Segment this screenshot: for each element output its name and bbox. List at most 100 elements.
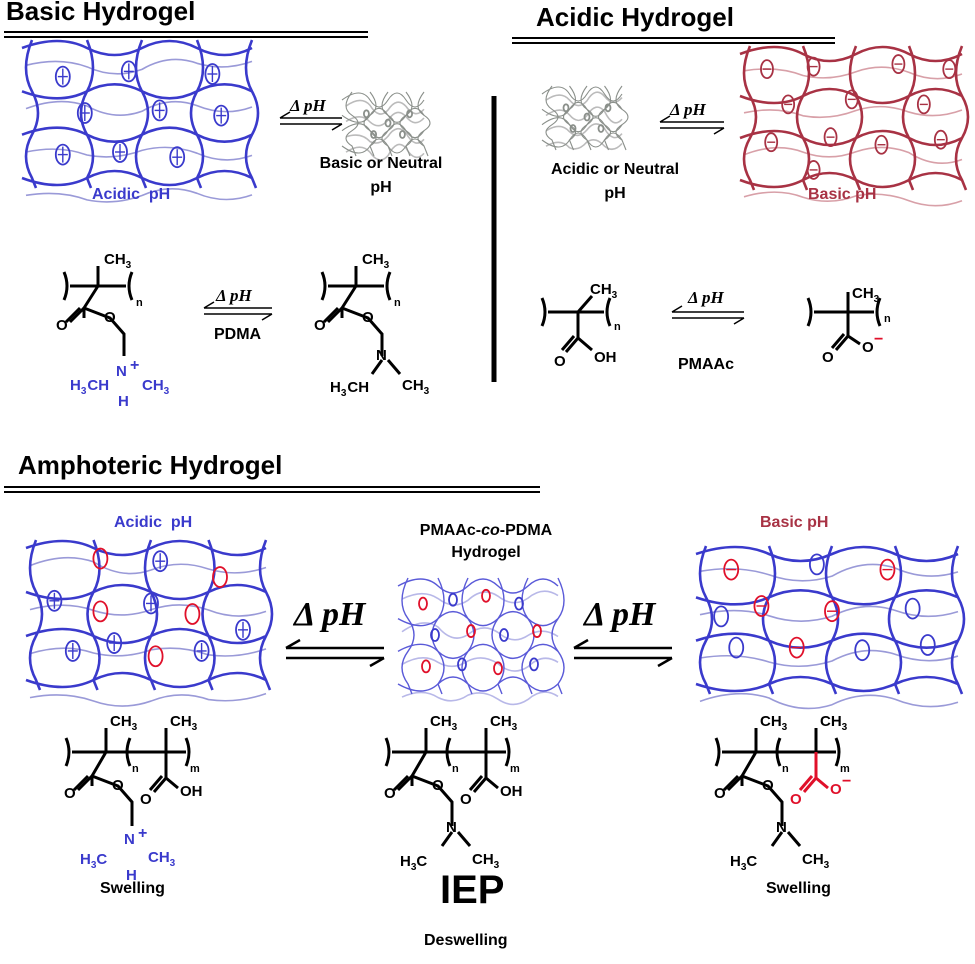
copoly-ch3-b: CH3 <box>490 713 518 733</box>
pmaac-anion-structure <box>806 292 882 351</box>
copoly-o3: O <box>460 791 472 808</box>
amph-right-state-label: Basic pH <box>760 514 829 531</box>
acidic-collapsed-line1: Acidic or Neutral <box>550 161 680 178</box>
acidic-collapsed-network <box>541 85 629 151</box>
amph-deswelling-label: Deswelling <box>424 932 508 949</box>
copoly-o1: O <box>384 785 396 802</box>
pmaac-acid-structure <box>540 295 612 353</box>
copoly-n-sub: n <box>452 763 459 775</box>
pdma-neutral-structure <box>320 266 402 375</box>
amphoteric-hydrogel-title: Amphoteric Hydrogel <box>18 450 283 480</box>
copoly-o2: O <box>432 777 444 794</box>
copoly-ch3-b: CH3 <box>170 713 198 733</box>
basic-collapsed-state-label: Basic or Neutral pH <box>296 152 466 200</box>
copoly-m-sub: m <box>190 763 200 775</box>
acidic-collapsed-line2: pH <box>604 185 626 202</box>
pdma-neutral-ch3-right: CH3 <box>402 377 430 397</box>
amph-center-line1: PMAAc-co-PDMA <box>396 520 576 542</box>
acidic-hydrogel-title: Acidic Hydrogel <box>536 2 734 32</box>
copoly-plus: + <box>138 825 147 842</box>
pmaac-acid-text: CH3 n O OH <box>554 281 621 370</box>
copoly-h: H <box>126 867 137 884</box>
copoly-oh: OH <box>500 783 523 800</box>
basic-hydrogel-title: Basic Hydrogel <box>6 0 196 26</box>
copoly-ch3-a: CH3 <box>430 713 458 733</box>
pdma-protonated-structure <box>62 266 134 356</box>
pmaac-anion-n-sub: n <box>884 313 891 325</box>
pdma-plus: + <box>130 357 139 374</box>
copoly-o3: O <box>790 791 802 808</box>
pmaac-o: O <box>554 353 566 370</box>
amph-delta-ph-right: Δ pH <box>584 596 656 633</box>
copoly-h3c: H3C <box>80 851 107 871</box>
copoly-n-sub: n <box>132 763 139 775</box>
amph-iep-label: IEP <box>440 868 505 912</box>
pdma-n-sub: n <box>136 297 143 309</box>
basic-delta-ph-top: Δ pH <box>290 96 326 115</box>
copoly-o2: O <box>112 777 124 794</box>
pdma-o1: O <box>56 317 68 334</box>
acidic-collapsed-state-label: Acidic or Neutral pH <box>520 158 710 206</box>
pmaac-anion-o2: O <box>862 339 874 356</box>
copoly-m-sub: m <box>510 763 520 775</box>
basic-swollen-state-label: Acidic pH <box>92 186 171 203</box>
copoly-o3: O <box>140 791 152 808</box>
acidic-swollen-network <box>739 45 970 207</box>
pmaac-anion-ch3: CH3 <box>852 285 880 305</box>
pmaac-anion-text: CH3 n O O − <box>822 285 891 366</box>
copoly-o4: O <box>830 781 842 798</box>
pdma-neutral-h3c: H3CH <box>330 379 369 399</box>
pdma-h: H <box>118 393 129 410</box>
basic-collapsed-line2: pH <box>370 179 392 196</box>
copoly-ch3-b: CH3 <box>820 713 848 733</box>
copoly-n-plus: N <box>124 831 135 848</box>
amph-left-state-label: Acidic pH <box>114 514 193 531</box>
acidic-swollen-state-label: Basic pH <box>808 186 877 203</box>
pmaac-anion-minus: − <box>874 331 883 348</box>
copoly-ch3-n: CH3 <box>148 849 176 869</box>
acidic-delta-ph-top: Δ pH <box>670 100 706 119</box>
copoly-ch3-n: CH3 <box>472 851 500 871</box>
pdma-label: PDMA <box>214 326 262 343</box>
amph-basic-network <box>695 545 966 710</box>
pdma-neutral-n-sub: n <box>394 297 401 309</box>
copoly-h3c: H3C <box>730 853 757 873</box>
pdma-neutral-n: N <box>376 347 387 364</box>
amph-center-co: co <box>481 522 500 539</box>
amph-center-state-label: PMAAc-co-PDMA Hydrogel <box>396 520 576 564</box>
copoly-minus: − <box>842 773 851 790</box>
copoly-o1: O <box>64 785 76 802</box>
equilibrium-arrows-big <box>285 638 673 668</box>
pdma-ch3: CH3 <box>104 251 132 271</box>
copoly-ch3-n: CH3 <box>802 851 830 871</box>
pmaac-ch3: CH3 <box>590 281 618 301</box>
basic-collapsed-line1: Basic or Neutral <box>319 155 443 172</box>
amph-center-pdma: -PDMA <box>499 522 553 539</box>
amph-center-line2: Hydrogel <box>451 544 521 561</box>
pmaac-anion-o1: O <box>822 349 834 366</box>
amph-iep-network <box>397 577 565 706</box>
copoly-o1: O <box>714 785 726 802</box>
amph-delta-ph-left: Δ pH <box>294 596 366 633</box>
equilibrium-arrows-small <box>203 111 745 325</box>
amph-right-swelling-label: Swelling <box>766 880 831 897</box>
pdma-ch3-right: CH3 <box>142 377 170 397</box>
basic-delta-ph-chem: Δ pH <box>216 286 252 305</box>
basic-collapsed-network <box>341 91 431 161</box>
amph-left-swelling-label: Swelling <box>100 880 165 897</box>
copoly-o2: O <box>762 777 774 794</box>
copoly-ch3-a: CH3 <box>760 713 788 733</box>
copoly-m-sub: m <box>840 763 850 775</box>
pdma-o2: O <box>104 309 116 326</box>
pdma-neutral-text: CH3 n O O N H3CH CH3 <box>314 251 430 399</box>
pdma-n-protonated: N <box>116 363 127 380</box>
copoly-oh: OH <box>180 783 203 800</box>
pdma-neutral-o2: O <box>362 309 374 326</box>
pdma-neutral-ch3: CH3 <box>362 251 390 271</box>
copoly-ch3-a: CH3 <box>110 713 138 733</box>
